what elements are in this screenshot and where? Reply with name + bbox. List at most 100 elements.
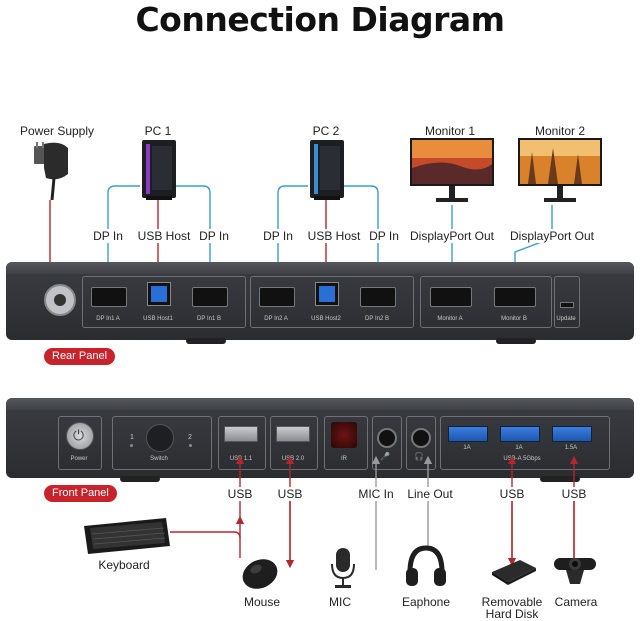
line-out-jack[interactable]	[411, 428, 431, 448]
line-out-label: Line Out	[406, 487, 454, 501]
led-pc2	[189, 444, 192, 447]
usb-host-label-2: USB Host	[306, 229, 362, 243]
front-foot-2	[540, 476, 580, 482]
power-icon: ⏻	[73, 427, 85, 443]
dp-in2a-port[interactable]	[259, 287, 295, 307]
dp-in-label-3: DP In	[262, 229, 294, 243]
dp-in1a-label: DP In1 A	[96, 316, 120, 322]
power-group	[58, 416, 102, 470]
webcam-icon	[554, 558, 596, 584]
pc2-dp-cable-a	[273, 185, 308, 273]
usb11-group	[218, 416, 266, 470]
hdd-label-line2: Hard Disk	[485, 607, 539, 621]
monitor2-icon	[518, 138, 602, 202]
dp-in2b-port[interactable]	[360, 287, 396, 307]
usb-host-label-1: USB Host	[136, 229, 192, 243]
usb3-port-2-current: 1A	[515, 445, 523, 451]
dp-out-label-a: DisplayPort Out	[408, 229, 496, 243]
dp-in2a-label: DP In2 A	[264, 316, 288, 322]
ir-group	[324, 416, 368, 470]
monitor2-dp-cable	[510, 205, 553, 273]
dc-power-jack[interactable]	[44, 284, 76, 316]
monitor-b-port[interactable]	[494, 287, 536, 307]
rear-port-group-pc2	[250, 276, 414, 328]
front-panel-badge: Front Panel	[44, 485, 117, 502]
camera-label: Camera	[554, 595, 598, 609]
keyboard-label: Keyboard	[98, 558, 150, 572]
switch-pc2-label: 2	[188, 434, 192, 441]
dp-in1b-port[interactable]	[192, 287, 228, 307]
usb20-port[interactable]	[276, 426, 310, 442]
front-cable-lines	[170, 455, 579, 570]
usb3-port-1[interactable]	[448, 426, 488, 442]
monitor2-label: Monitor 2	[534, 124, 586, 138]
pc2-tower-icon	[310, 140, 344, 200]
usb-cable-label-4: USB	[560, 487, 588, 501]
pc2-dp-cable-b	[344, 185, 383, 273]
ir-label: IR	[341, 456, 347, 462]
mic-in-label: MIC In	[357, 487, 395, 501]
power-supply-label: Power Supply	[19, 124, 95, 138]
front-panel-top-edge	[6, 398, 634, 410]
usb11-port[interactable]	[224, 426, 258, 442]
front-foot-1	[120, 476, 160, 482]
switch-button[interactable]	[146, 424, 174, 452]
earphone-label: Eaphone	[401, 595, 451, 609]
dp-in1a-port[interactable]	[91, 287, 127, 307]
dp-in2b-label: DP In2 B	[365, 316, 389, 322]
dp-in-label-2: DP In	[198, 229, 230, 243]
page-title: Connection Diagram	[135, 0, 505, 39]
rear-panel-badge: Rear Panel	[44, 348, 116, 365]
pc2-label: PC 2	[312, 124, 340, 138]
pc1-dp-cable-a	[103, 185, 140, 273]
usb20-group	[270, 416, 318, 470]
monitor-a-label: Monitor A	[437, 316, 463, 322]
rear-foot-1	[186, 338, 226, 344]
usb-5gbps-label: USB-A 5Gbps	[503, 456, 541, 462]
dp-in-label-4: DP In	[368, 229, 400, 243]
microphone-icon	[331, 548, 355, 588]
mic-jack[interactable]	[377, 428, 397, 448]
power-button[interactable]: ⏻	[66, 422, 94, 450]
mouse-icon	[242, 559, 278, 589]
usb-cable-label-1: USB	[226, 487, 254, 501]
rear-port-group-update	[554, 276, 580, 328]
update-label: Update	[556, 316, 576, 322]
update-port[interactable]	[560, 302, 574, 308]
rear-port-group-monitors	[420, 276, 552, 328]
mic-icon: 🎤	[380, 452, 390, 461]
headphone-icon: 🎧	[414, 452, 424, 461]
monitor1-icon	[410, 138, 494, 202]
front-panel: ⏻ Power 1 2 Switch USB 1.1 USB 2.0 IR 🎤 …	[6, 398, 634, 478]
usb3-port-2[interactable]	[500, 426, 540, 442]
pc1-label: PC 1	[144, 124, 172, 138]
usb-host2-label: USB Host2	[311, 316, 341, 322]
keyboard-icon	[84, 518, 170, 554]
monitor-b-label: Monitor B	[501, 316, 527, 322]
dp-out-label-b: DisplayPort Out	[508, 229, 596, 243]
usb-host2-port[interactable]	[315, 282, 339, 306]
hard-disk-icon	[492, 560, 536, 585]
rear-panel: DP In1 A USB Host1 DP In1 B DP In2 A USB…	[6, 262, 634, 340]
switch-label: Switch	[150, 456, 168, 462]
dp-in1b-label: DP In1 B	[197, 316, 221, 322]
power-label: Power	[70, 456, 88, 462]
switch-pc1-label: 1	[130, 434, 134, 441]
usb3-port-3[interactable]	[552, 426, 592, 442]
power-adapter-icon	[34, 142, 68, 200]
usb-cable-label-2: USB	[276, 487, 304, 501]
mic-label: MIC	[329, 595, 351, 609]
usb-5gbps-group	[440, 416, 610, 470]
mic-group	[372, 416, 402, 470]
monitor1-label: Monitor 1	[424, 124, 476, 138]
rear-foot-2	[496, 338, 536, 344]
dp-in-label-1: DP In	[92, 229, 124, 243]
pc1-tower-icon	[142, 140, 176, 200]
rear-panel-top-edge	[6, 262, 634, 274]
usb3-port-1-current: 1A	[463, 445, 471, 451]
rear-port-group-pc1	[82, 276, 246, 328]
monitor-a-port[interactable]	[430, 287, 472, 307]
usb-host1-port[interactable]	[147, 282, 171, 306]
led-pc1	[130, 444, 133, 447]
ir-receiver	[331, 422, 357, 448]
